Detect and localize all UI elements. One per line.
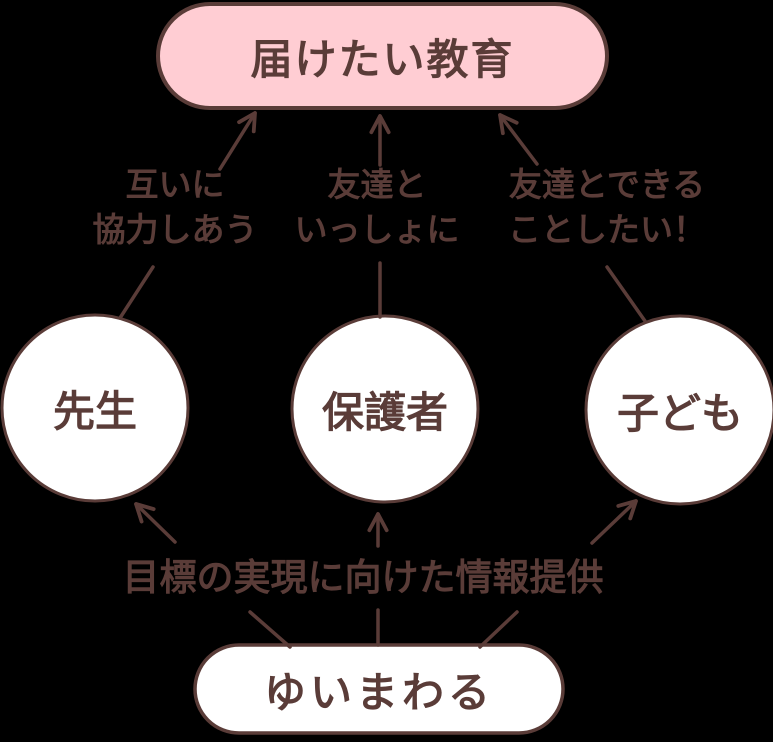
guardian-circle-shape — [290, 314, 480, 504]
edge-label-guardian-line2: いっしょに — [294, 210, 460, 249]
arrow-source-to-teacher — [134, 502, 292, 649]
child-circle-shape — [584, 314, 773, 506]
edge-label-child-line2: ことしたい！ — [508, 210, 706, 249]
guardian-circle-label: 保護者 — [321, 387, 448, 437]
edge-label-child-line1: 友達とできる — [508, 165, 706, 204]
provision-caption: 目標の実現に向けた情報提供 — [122, 556, 604, 599]
arrow-child-to-goal — [498, 113, 647, 323]
goal-box-shape — [156, 2, 609, 110]
teacher-circle-shape — [0, 313, 190, 503]
source-box-label: ゆいまわる — [263, 667, 494, 717]
edge-label-teacher-line1: 互いに — [125, 165, 225, 204]
edge-label-guardian: 友達と いっしょに — [257, 158, 497, 256]
goal-box-label: 届けたい教育 — [250, 34, 515, 84]
child-circle-label: 子ども — [616, 388, 743, 438]
edge-label-teacher-line2: 協力しあう — [92, 210, 258, 249]
edge-label-guardian-line1: 友達と — [327, 165, 427, 204]
edge-label-teacher: 互いに 協力しあう — [55, 158, 295, 256]
arrow-teacher-to-goal — [118, 111, 257, 320]
teacher-circle-label: 先生 — [52, 386, 137, 436]
edge-label-child: 友達とできる ことしたい！ — [487, 158, 727, 256]
arrow-source-to-child — [478, 499, 638, 649]
